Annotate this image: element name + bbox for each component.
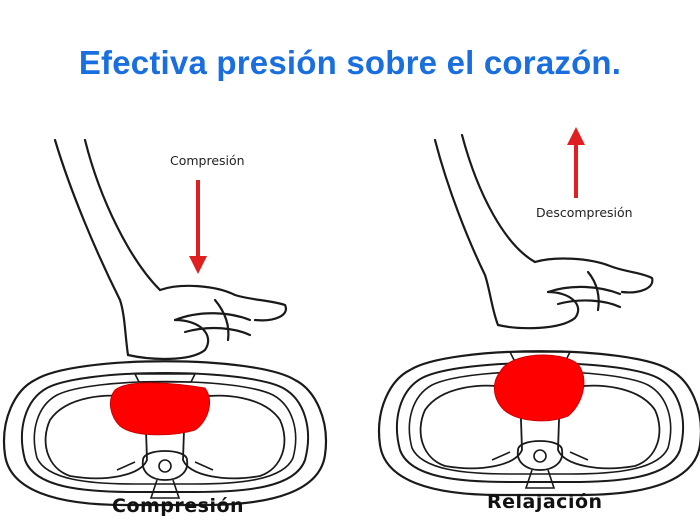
compression-arrow-down [189, 180, 207, 274]
compression-caption: Compresión [112, 495, 245, 517]
decompression-arrow-up [567, 127, 585, 198]
decompression-label: Descompresión [536, 205, 633, 220]
right-thorax [377, 350, 700, 497]
left-arm-hands [53, 138, 288, 360]
left-thorax [2, 360, 328, 507]
right-arm-hands [433, 133, 654, 330]
slide-title: Efectiva presión sobre el corazón. [78, 44, 622, 81]
compression-label: Compresión [170, 153, 245, 168]
heart-compressed [109, 382, 210, 436]
heart-relaxed [494, 354, 585, 422]
relaxation-caption: Relajación [487, 491, 603, 513]
